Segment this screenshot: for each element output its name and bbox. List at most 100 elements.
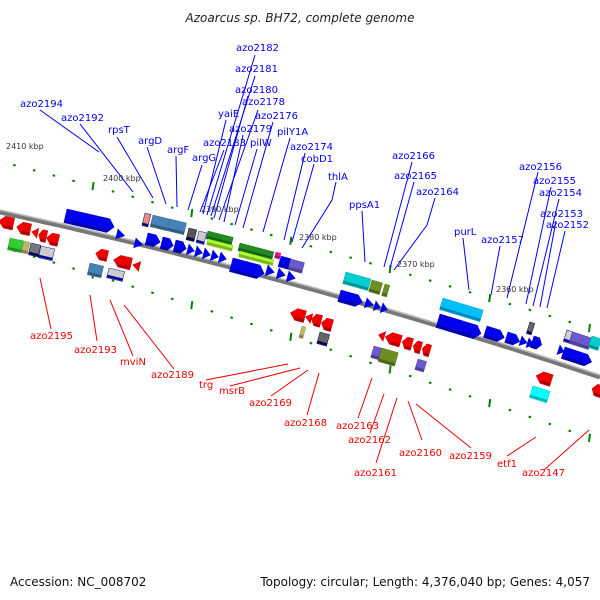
gene-label[interactable]: azo2166	[392, 151, 435, 162]
reverse-gene-arrow[interactable]	[37, 229, 49, 243]
gene-box[interactable]	[38, 245, 55, 262]
gene-label[interactable]: azo2192	[61, 113, 104, 124]
gene-label[interactable]: argD	[138, 136, 162, 147]
forward-gene-arrow[interactable]	[504, 331, 522, 347]
gene-box[interactable]	[568, 331, 593, 350]
forward-gene-arrow[interactable]	[560, 346, 593, 368]
gene-label[interactable]: azo2154	[539, 188, 582, 199]
gene-box[interactable]	[526, 321, 536, 336]
gene-box[interactable]	[529, 385, 551, 404]
gene-label[interactable]: azo2155	[533, 176, 576, 187]
gene-box[interactable]	[274, 251, 282, 260]
forward-gene-arrow[interactable]	[63, 208, 116, 234]
gene-label[interactable]: azo2195	[30, 331, 73, 342]
gene-box[interactable]	[106, 267, 125, 282]
reverse-gene-arrow[interactable]	[112, 254, 133, 271]
forward-gene-arrow[interactable]	[115, 228, 126, 241]
gene-label[interactable]: pilW	[250, 138, 272, 149]
forward-gene-arrow[interactable]	[172, 239, 188, 255]
gene-label[interactable]: rpsT	[108, 125, 131, 136]
gene-label[interactable]: azo2163	[336, 421, 379, 432]
forward-gene-arrow[interactable]	[264, 264, 276, 278]
forward-gene-arrow[interactable]	[556, 344, 566, 356]
gene-label[interactable]: azo2153	[540, 209, 583, 220]
gene-box[interactable]	[316, 331, 330, 347]
gene-label[interactable]: azo2194	[20, 99, 63, 110]
gene-box[interactable]	[185, 227, 198, 242]
forward-gene-arrow[interactable]	[435, 313, 483, 340]
forward-gene-arrow[interactable]	[518, 335, 529, 348]
reverse-gene-arrow[interactable]	[45, 232, 61, 247]
reverse-gene-arrow[interactable]	[15, 221, 32, 237]
gene-label[interactable]: azo2189	[151, 370, 194, 381]
forward-gene-arrow[interactable]	[372, 300, 382, 312]
gene-label[interactable]: yaiE	[218, 109, 239, 120]
forward-gene-arrow[interactable]	[337, 289, 364, 308]
gene-label[interactable]: azo2176	[255, 111, 298, 122]
reverse-gene-arrow[interactable]	[384, 331, 403, 348]
gene-box[interactable]	[149, 214, 170, 232]
reverse-gene-arrow[interactable]	[421, 343, 432, 358]
gene-label[interactable]: azo2182	[236, 43, 279, 54]
gene-box[interactable]	[195, 230, 208, 245]
gene-box[interactable]	[166, 218, 187, 236]
forward-gene-arrow[interactable]	[144, 232, 161, 248]
gene-label[interactable]: ppsA1	[349, 200, 380, 211]
gene-box[interactable]	[342, 271, 372, 291]
gene-label[interactable]: azo2193	[74, 345, 117, 356]
gene-box[interactable]	[238, 250, 275, 267]
forward-gene-arrow[interactable]	[229, 257, 265, 280]
gene-label[interactable]: cobD1	[301, 154, 333, 165]
forward-gene-arrow[interactable]	[379, 302, 389, 314]
reverse-gene-arrow[interactable]	[401, 336, 414, 351]
gene-label[interactable]: azo2174	[290, 142, 333, 153]
reverse-gene-arrow[interactable]	[377, 330, 387, 342]
forward-gene-arrow[interactable]	[159, 236, 175, 252]
gene-box[interactable]	[86, 262, 104, 279]
gene-label[interactable]: argG	[192, 153, 216, 164]
gene-box[interactable]	[277, 255, 291, 270]
gene-label[interactable]: azo2178	[242, 97, 285, 108]
reverse-gene-arrow[interactable]	[534, 370, 554, 387]
forward-gene-arrow[interactable]	[483, 325, 506, 343]
gene-label[interactable]: azo2164	[416, 187, 459, 198]
reverse-gene-arrow[interactable]	[320, 317, 334, 332]
gene-label[interactable]: mviN	[120, 357, 146, 368]
gene-box[interactable]	[368, 279, 383, 295]
gene-label[interactable]: azo2147	[522, 468, 565, 479]
gene-label[interactable]: azo2165	[394, 171, 437, 182]
reverse-gene-arrow[interactable]	[0, 215, 15, 231]
forward-gene-arrow[interactable]	[185, 243, 195, 256]
gene-box[interactable]	[439, 297, 484, 322]
gene-box[interactable]	[141, 212, 152, 228]
gene-label[interactable]: azo2181	[235, 64, 278, 75]
gene-label[interactable]: azo2168	[284, 418, 327, 429]
gene-label[interactable]: msrB	[219, 386, 245, 397]
gene-label[interactable]: pilY1A	[277, 127, 308, 138]
forward-gene-arrow[interactable]	[363, 297, 374, 310]
forward-gene-arrow[interactable]	[217, 251, 228, 264]
gene-box[interactable]	[287, 258, 305, 274]
forward-gene-arrow[interactable]	[201, 247, 212, 260]
gene-box[interactable]	[21, 240, 31, 255]
gene-box[interactable]	[381, 283, 391, 298]
reverse-gene-arrow[interactable]	[289, 307, 307, 323]
forward-gene-arrow[interactable]	[209, 249, 220, 262]
gene-box[interactable]	[370, 345, 382, 361]
gene-box[interactable]	[28, 242, 42, 258]
forward-gene-arrow[interactable]	[193, 245, 204, 258]
forward-gene-arrow[interactable]	[133, 237, 144, 250]
gene-box[interactable]	[377, 347, 399, 367]
gene-label[interactable]: azo2157	[481, 235, 524, 246]
gene-label[interactable]: azo2160	[399, 448, 442, 459]
reverse-gene-arrow[interactable]	[132, 260, 142, 272]
gene-label[interactable]: azo2161	[354, 468, 397, 479]
gene-label[interactable]: etf1	[497, 459, 517, 470]
gene-label[interactable]: azo2169	[249, 398, 292, 409]
gene-label[interactable]: thlA	[328, 172, 348, 183]
reverse-gene-arrow[interactable]	[590, 383, 600, 398]
gene-box[interactable]	[206, 238, 234, 252]
gene-label[interactable]: azo2159	[449, 451, 492, 462]
gene-label[interactable]: azo2183	[203, 138, 246, 149]
reverse-gene-arrow[interactable]	[94, 248, 109, 262]
